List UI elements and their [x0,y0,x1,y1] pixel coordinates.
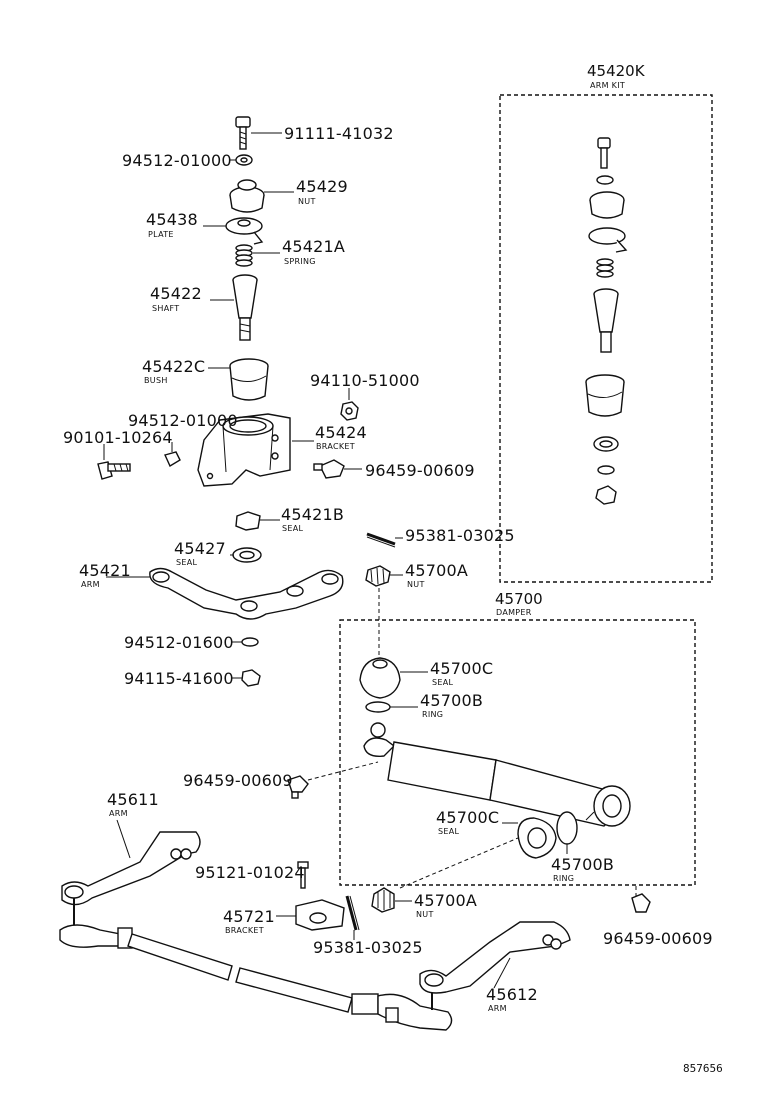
part-45700a1-name: NUT [407,580,425,589]
shaft-45422-icon [232,274,258,341]
part-91111-number: 91111-41032 [284,124,394,143]
part-45421a-number: 45421A [282,237,345,256]
part-45700a2-number: 45700A [414,891,477,910]
damper-number: 45700 [495,590,543,608]
part-45700c1-name: SEAL [432,678,454,687]
part-45421b-name: SEAL [282,524,304,533]
spring-45421a-icon [235,244,253,267]
nut-96459a-icon [313,459,345,479]
part-45421b-number: 45421B [281,505,344,524]
part-45427-number: 45427 [174,539,226,558]
part-94512c-number: 94512-01600 [124,633,234,652]
part-45721-name: BRACKET [225,926,264,935]
washer-94512-icon [235,154,253,166]
part-45421-number: 45421 [79,561,131,580]
arm-45421-icon [149,567,344,620]
nut-45700a-icon [365,565,391,587]
part-45438-number: 45438 [146,210,198,229]
plate-45438-icon [225,217,264,245]
arm-45611-icon [61,831,201,906]
nut-94115-icon [241,669,261,687]
part-45612-name: ARM [488,1004,507,1013]
part-45429-number: 45429 [296,177,348,196]
bracket-45424-icon [197,413,291,487]
part-45700b2-name: RING [553,874,574,883]
nut-96459b-icon [287,775,309,799]
part-95121-number: 95121-01024 [195,863,305,882]
part-94512a-number: 94512-01000 [122,151,232,170]
part-45611-name: ARM [109,809,128,818]
part-94110-number: 94110-51000 [310,371,420,390]
part-45421-name: ARM [81,580,100,589]
seal-45427-icon [232,547,262,563]
part-45422-name: SHAFT [152,304,179,313]
part-45424-number: 45424 [315,423,367,442]
part-96459b-number: 96459-00609 [183,771,293,790]
part-94115-number: 94115-41600 [124,669,234,688]
ring-45700b-icon [365,701,391,713]
part-96459c-number: 96459-00609 [603,929,713,948]
ring-45700b2-icon [556,811,578,845]
part-45700c2-name: SEAL [438,827,460,836]
part-45700a1-number: 45700A [405,561,468,580]
part-90101-number: 90101-10264 [63,428,173,447]
part-45422c-name: BUSH [144,376,168,385]
tie-rod-icon [59,898,453,1031]
part-94512b-number: 94512-01000 [128,411,238,430]
part-45424-name: BRACKET [316,442,355,451]
kit-name: ARM KIT [590,81,625,90]
seal-45700c-icon [359,657,401,699]
part-95381a-number: 95381-03025 [405,526,515,545]
part-45700c2-number: 45700C [436,808,499,827]
nut-96459c-icon [631,893,651,913]
bracket-45721-icon [295,899,345,931]
part-45700c1-number: 45700C [430,659,493,678]
part-45700b1-name: RING [422,710,443,719]
part-45612-number: 45612 [486,985,538,1004]
arm-45612-icon [419,921,571,994]
cotter-pin-95381a-icon [366,532,396,548]
kit-contents-icon [585,137,628,505]
bolt-91111-icon [235,116,251,150]
part-45438-name: PLATE [148,230,174,239]
part-45422c-number: 45422C [142,357,205,376]
part-45421a-name: SPRING [284,257,316,266]
seal-45700c2-icon [517,817,557,859]
cotter-pin-95381b-icon [345,895,360,931]
nut-45700a2-icon [371,887,395,913]
kit-number: 45420K [587,62,646,80]
part-45427-name: SEAL [176,558,198,567]
damper-name: DAMPER [496,608,532,617]
part-45700a2-name: NUT [416,910,434,919]
part-45700b1-number: 45700B [420,691,483,710]
part-95381b-number: 95381-03025 [313,938,423,957]
part-45700b2-number: 45700B [551,855,614,874]
arm-kit-boundary [499,94,713,583]
bolt-90101-icon [97,461,131,480]
nut-94110-icon [340,401,359,421]
part-96459a-number: 96459-00609 [365,461,475,480]
washer-94512b-icon [164,451,181,468]
part-45721-number: 45721 [223,907,275,926]
bush-45422c-icon [229,358,269,401]
washer-94512c-icon [241,637,259,647]
nut-45429-icon [229,179,265,213]
part-45422-number: 45422 [150,284,202,303]
seal-45421b-icon [235,511,261,531]
part-45611-number: 45611 [107,790,159,809]
damper-boundary [339,619,696,886]
diagram-reference: 857656 [683,1062,723,1075]
bolt-95121-icon [297,861,309,889]
damper-body-icon [363,722,631,827]
part-45429-name: NUT [298,197,316,206]
